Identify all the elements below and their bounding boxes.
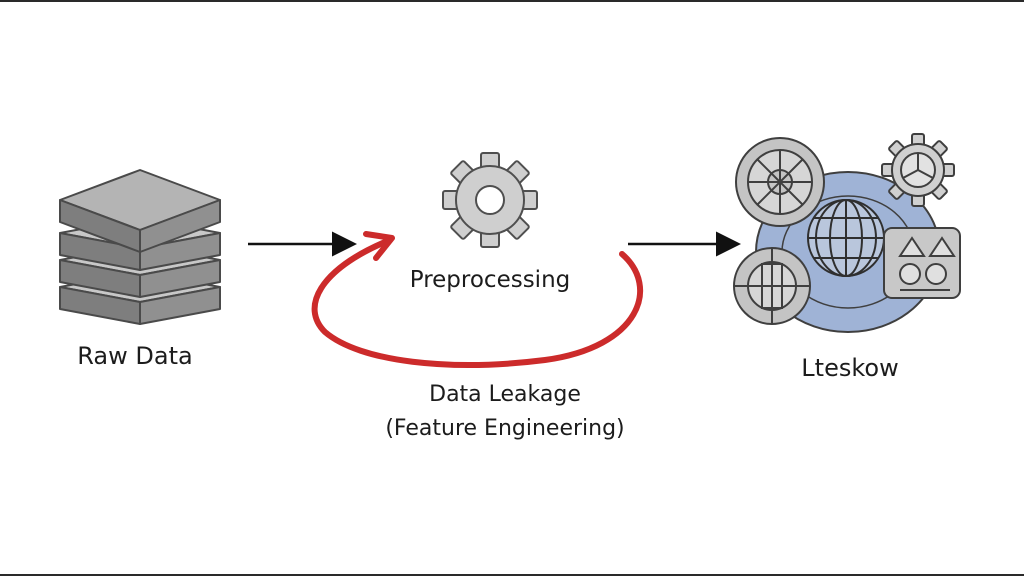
data-leakage-label: Data Leakage (Feature Engineering) — [340, 378, 670, 446]
gear-icon — [442, 152, 538, 248]
globe-network-icon — [733, 133, 961, 333]
data-leakage-line-2: (Feature Engineering) — [385, 416, 625, 441]
database-layers-icon — [59, 169, 221, 325]
data-leakage-loop — [311, 231, 644, 368]
output-label: Lteskow — [801, 354, 899, 382]
preprocessing-label: Preprocessing — [409, 267, 571, 293]
data-leakage-line-1: Data Leakage — [429, 382, 581, 407]
raw-data-label: Raw Data — [77, 342, 193, 370]
